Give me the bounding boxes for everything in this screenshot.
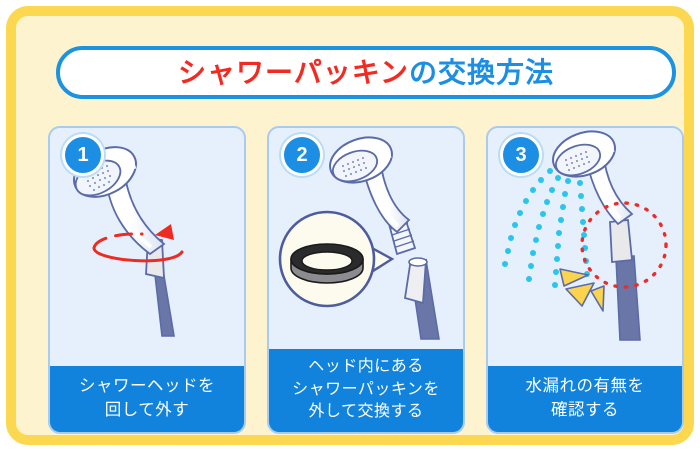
title-blue-part: の交換方法: [408, 56, 554, 88]
step-badge-1: 1: [62, 134, 104, 176]
step-3-illustration: [488, 128, 682, 346]
step-3-caption: 水漏れの有無を 確認する: [488, 366, 682, 432]
badge-number: 2: [296, 144, 308, 166]
badge-number: 1: [77, 144, 89, 166]
gasket-ring: [290, 243, 364, 284]
caption-line: 確認する: [551, 400, 619, 419]
leak-alert-circle-icon: [580, 201, 668, 289]
spray-holes: [341, 156, 368, 178]
step-badge-3: 3: [500, 134, 542, 176]
shower-neck: [105, 168, 166, 256]
water-spray-icon: [502, 160, 591, 290]
title-red-part: シャワーパッキン: [178, 56, 409, 88]
spray-plate: [554, 143, 602, 177]
step-2-illustration: [269, 128, 463, 346]
shower-head: [329, 136, 393, 184]
caption-line: シャワーヘッドを: [79, 377, 215, 396]
step-2-caption: ヘッド内にある シャワーパッキンを 外して交換する: [269, 348, 463, 432]
rotation-arrow-icon: [92, 224, 184, 263]
caption-line: 外して交換する: [308, 403, 424, 421]
title-banner: シャワーパッキンの交換方法: [56, 46, 676, 99]
spray-holes: [564, 150, 591, 172]
badge-circle: [281, 134, 323, 176]
hose-lower: [615, 255, 641, 341]
badge-circle: [62, 134, 104, 176]
magnifier-callout: [278, 210, 395, 308]
caption-line: シャワーパッキンを: [292, 380, 440, 398]
joint-collar: [609, 219, 633, 263]
attention-rays-icon: [559, 268, 605, 312]
badge-number: 3: [515, 144, 527, 166]
step-card-2[interactable]: 2 ヘッド内にある シャワーパッキンを 外して交換する: [267, 126, 465, 434]
page-title: シャワーパッキンの交換方法: [178, 56, 554, 88]
step-card-1[interactable]: 1 シャワーヘッドを 回して外す: [48, 126, 246, 434]
steps-row: 1 シャワーヘッドを 回して外す: [48, 126, 684, 434]
outer-frame: シャワーパッキンの交換方法: [6, 6, 694, 445]
shower-head: [552, 130, 616, 178]
spray-plate: [331, 149, 379, 183]
step-card-3[interactable]: 3 水漏れの有無を 確認する: [486, 126, 684, 434]
caption-line: ヘッド内にある: [308, 357, 424, 375]
step-1-caption: シャワーヘッドを 回して外す: [50, 366, 244, 432]
step-badge-2: 2: [281, 134, 323, 176]
badge-circle: [500, 134, 542, 176]
hose-lower-detached: [403, 257, 440, 340]
caption-line: 水漏れの有無を: [525, 377, 645, 396]
caption-line: 回して外す: [104, 400, 190, 419]
